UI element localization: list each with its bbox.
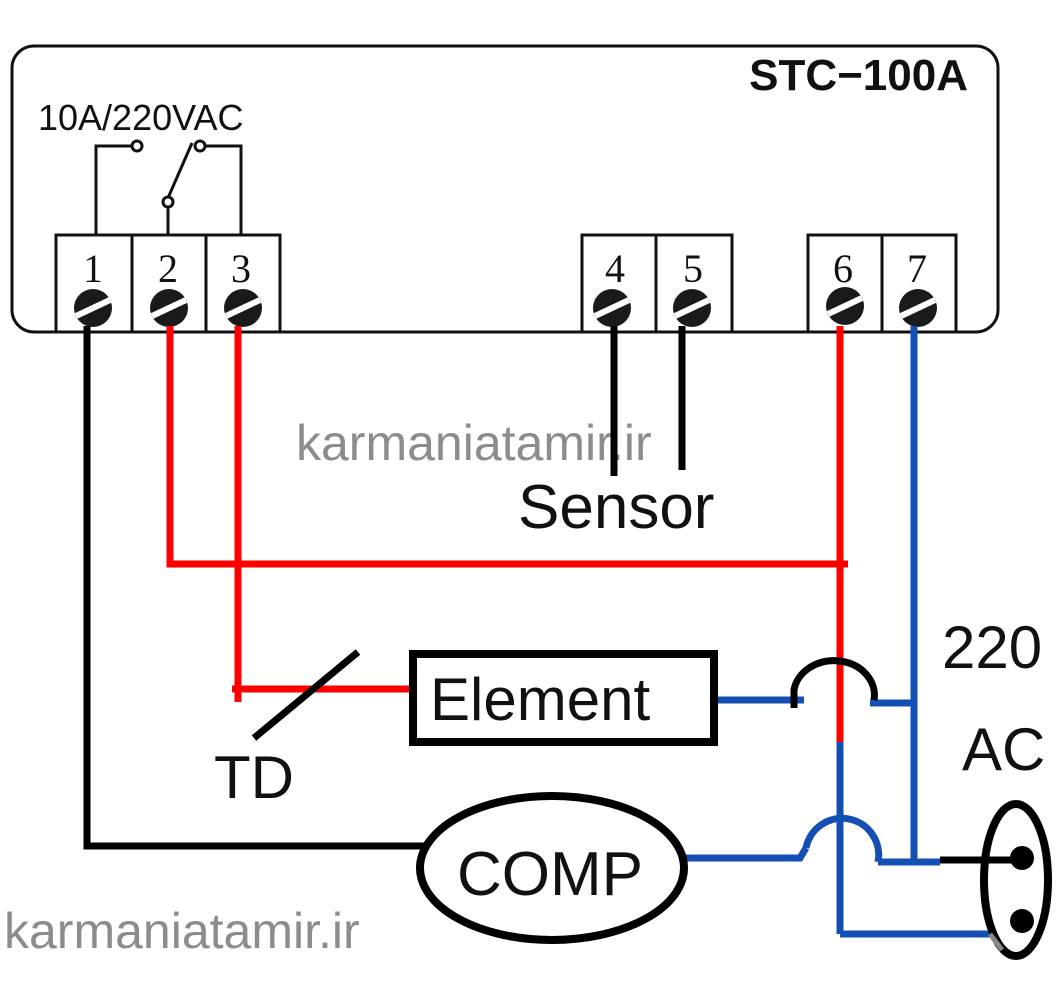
relay-switch-symbol: [94, 139, 243, 235]
screw-icon-terminal-6: [826, 287, 864, 325]
relay-rating-label: 10A/220VAC: [38, 97, 243, 138]
watermark-bottom-left: karmaniatamir.ir: [4, 903, 360, 959]
supply-type-label: AC: [962, 716, 1045, 783]
terminal-2-label: 2: [158, 246, 178, 291]
sensor-wires: [610, 326, 686, 476]
screw-icon-terminal-7: [899, 289, 937, 327]
power-plug-icon: [940, 800, 1052, 960]
element-label: Element: [430, 666, 650, 733]
td-label: TD: [214, 744, 294, 811]
terminal-5-label: 5: [683, 246, 703, 291]
screw-icon-terminal-2: [150, 289, 188, 327]
supply-voltage-label: 220: [942, 614, 1042, 681]
model-label: STC−100A: [749, 51, 968, 100]
compressor-label: COMP: [457, 840, 643, 909]
sensor-label: Sensor: [518, 473, 714, 542]
screw-icon-terminal-3: [224, 289, 262, 327]
screw-icon-terminal-1: [74, 289, 112, 327]
heating-element-box: [409, 650, 718, 746]
screw-icon-terminal-4: [593, 289, 631, 327]
compressor-wire: [83, 326, 432, 850]
live-wires: [166, 326, 848, 742]
watermark-center: karmaniatamir.ir: [296, 415, 652, 471]
terminal-7-label: 7: [907, 246, 927, 291]
wire-crossover-arc: [790, 657, 878, 708]
compressor-symbol: [416, 792, 688, 944]
terminal-3-label: 3: [231, 246, 251, 291]
td-switch-icon: [251, 649, 361, 741]
terminal-4-label: 4: [605, 246, 625, 291]
terminal-1-label: 1: [83, 246, 103, 291]
screw-icon-terminal-5: [673, 289, 711, 327]
terminal-6-label: 6: [833, 246, 853, 291]
neutral-wires: [684, 326, 1000, 938]
